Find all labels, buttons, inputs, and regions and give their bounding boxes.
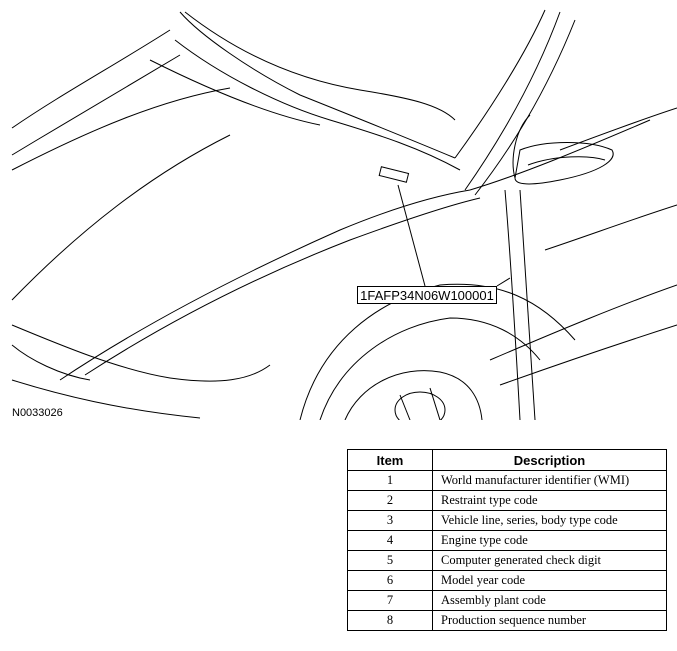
side-mirror: [514, 142, 614, 185]
table-header-row: Item Description: [347, 449, 667, 471]
item-description: Engine type code: [432, 530, 667, 551]
door-line-2: [519, 189, 536, 420]
item-description: Restraint type code: [432, 490, 667, 511]
item-number: 6: [347, 570, 433, 591]
callout-corner: [496, 277, 511, 287]
table-row: 2 Restraint type code: [347, 490, 667, 511]
hood-front: [11, 324, 271, 382]
item-number: 7: [347, 590, 433, 611]
windshield-rubber: [184, 11, 456, 121]
side-mirror-stem: [512, 114, 531, 179]
fender-crease: [84, 197, 481, 376]
headlamp: [11, 344, 91, 381]
wheel-arch-outer: [299, 283, 576, 420]
mirror-glass: [527, 156, 606, 166]
item-description: Production sequence number: [432, 610, 667, 631]
item-number: 5: [347, 550, 433, 571]
hood-left-edge-inner: [11, 54, 181, 156]
table-row: 7 Assembly plant code: [347, 590, 667, 611]
fender-top: [59, 189, 471, 381]
table-row: 3 Vehicle line, series, body type code: [347, 510, 667, 531]
cowl-edge: [149, 59, 321, 126]
column-header-item: Item: [347, 449, 433, 471]
vin-callout-label: 1FAFP34N06W100001: [357, 286, 497, 304]
item-description: Computer generated check digit: [432, 550, 667, 571]
item-description: Vehicle line, series, body type code: [432, 510, 667, 531]
hood-crease: [11, 134, 231, 301]
cowl-top: [179, 11, 456, 159]
cowl-lower: [174, 39, 461, 171]
item-description: World manufacturer identifier (WMI): [432, 470, 667, 491]
wheel-arch-inner: [319, 317, 541, 420]
body-side-lower: [489, 284, 677, 361]
tire: [344, 370, 483, 420]
figure-id: N0033026: [12, 407, 63, 419]
body-side-upper: [469, 119, 651, 191]
hood-leading-edge: [11, 379, 201, 419]
item-number: 8: [347, 610, 433, 631]
door-front-edge: [504, 189, 521, 420]
table-row: 4 Engine type code: [347, 530, 667, 551]
item-description: Assembly plant code: [432, 590, 667, 611]
hood-left-edge: [11, 29, 171, 129]
item-number: 1: [347, 470, 433, 491]
beltline: [559, 107, 677, 151]
item-description: Model year code: [432, 570, 667, 591]
item-number: 3: [347, 510, 433, 531]
table-row: 5 Computer generated check digit: [347, 550, 667, 571]
vehicle-vin-location-illustration: [11, 9, 677, 420]
hood-crease-2: [11, 87, 231, 171]
table-row: 6 Model year code: [347, 570, 667, 591]
wheel-spoke-2: [429, 387, 441, 420]
wheel-spoke-1: [399, 394, 411, 420]
item-number: 4: [347, 530, 433, 551]
vin-description-table: Item Description 1 World manufacturer id…: [347, 449, 667, 631]
vin-leader-line: [397, 184, 426, 287]
item-number: 2: [347, 490, 433, 511]
rocker: [499, 324, 677, 386]
vin-plate-marker: [378, 166, 410, 183]
a-pillar-inner: [464, 11, 561, 191]
a-pillar-outer: [454, 9, 546, 159]
table-row: 1 World manufacturer identifier (WMI): [347, 470, 667, 491]
body-side-line: [544, 204, 677, 251]
wheel-hub: [394, 391, 446, 420]
column-header-description: Description: [432, 449, 667, 471]
table-row: 8 Production sequence number: [347, 610, 667, 631]
